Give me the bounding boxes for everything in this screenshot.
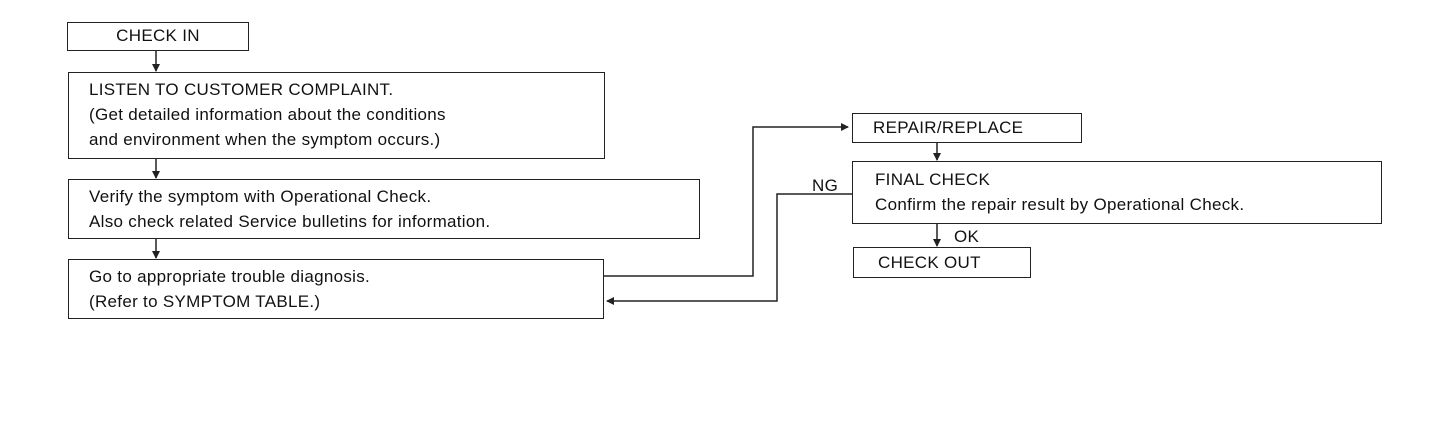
diagnosis-line-1: Go to appropriate trouble diagnosis. xyxy=(89,267,371,286)
ok-edge-label: OK xyxy=(954,227,980,246)
repair-replace-box: REPAIR/REPLACE xyxy=(852,113,1082,143)
verify-line-1: Verify the symptom with Operational Chec… xyxy=(89,187,432,206)
repair-replace-label: REPAIR/REPLACE xyxy=(873,118,1024,137)
listen-line-2: (Get detailed information about the cond… xyxy=(89,105,446,124)
listen-complaint-box: LISTEN TO CUSTOMER COMPLAINT. (Get detai… xyxy=(68,72,605,159)
final-check-line-2: Confirm the repair result by Operational… xyxy=(875,195,1245,214)
arrow-diagnosis-to-repair xyxy=(603,123,849,277)
check-out-label: CHECK OUT xyxy=(878,253,981,272)
listen-line-1: LISTEN TO CUSTOMER COMPLAINT. xyxy=(89,80,394,99)
trouble-diagnosis-box: Go to appropriate trouble diagnosis. (Re… xyxy=(68,259,604,319)
listen-line-3: and environment when the symptom occurs.… xyxy=(89,130,441,149)
final-check-box: FINAL CHECK Confirm the repair result by… xyxy=(852,161,1382,224)
verify-symptom-box: Verify the symptom with Operational Chec… xyxy=(68,179,700,239)
check-out-box: CHECK OUT xyxy=(853,247,1031,278)
check-in-label: CHECK IN xyxy=(116,26,200,45)
check-in-box: CHECK IN xyxy=(67,22,249,51)
verify-line-2: Also check related Service bulletins for… xyxy=(89,212,491,231)
arrow-final-ng-to-diagnosis xyxy=(606,193,853,305)
ng-edge-label: NG xyxy=(812,176,839,195)
final-check-line-1: FINAL CHECK xyxy=(875,170,991,189)
diagnosis-line-2: (Refer to SYMPTOM TABLE.) xyxy=(89,292,321,311)
